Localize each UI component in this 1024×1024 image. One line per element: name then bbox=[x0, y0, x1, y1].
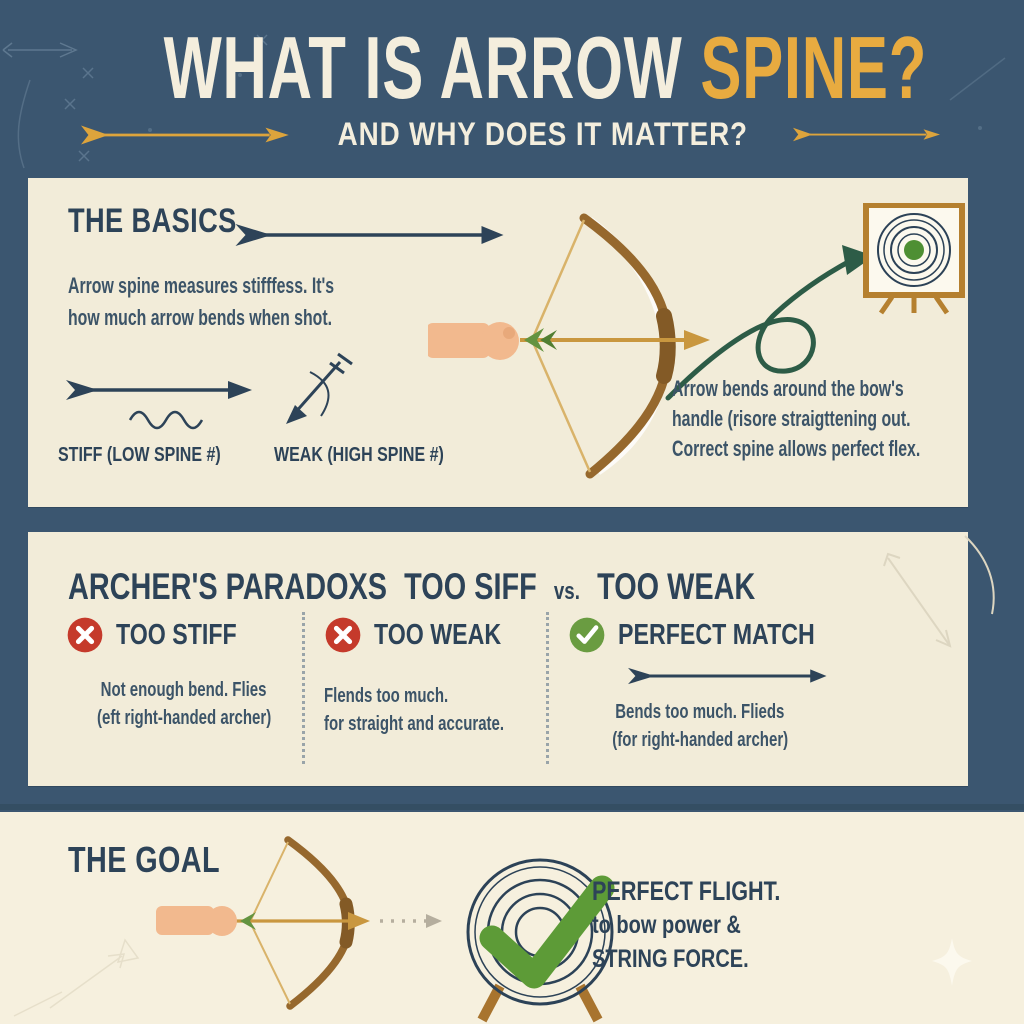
weak-label: WEAK (HIGH SPINE #) bbox=[274, 444, 444, 466]
gold-arrow-icon bbox=[792, 127, 940, 142]
basics-intro: Arrow spine measures stifffess. It's how… bbox=[68, 273, 335, 330]
goal-heading: THE GOAL bbox=[68, 839, 220, 880]
basics-note: Arrow bends around the bow's handle (ris… bbox=[672, 376, 921, 461]
column-divider bbox=[546, 612, 549, 764]
column-title: PERFECT MATCH bbox=[618, 618, 815, 651]
paradox-column-perfect-match: PERFECT MATCH Bends too much. Flieds (fo… bbox=[568, 616, 868, 754]
paradox-heading-vs: vs. bbox=[553, 578, 580, 605]
paradox-column-too-stiff: TOO STIFF Not enough bend. Flies (eft ri… bbox=[66, 616, 302, 732]
title-main: WHAT IS ARROW bbox=[163, 18, 701, 117]
target-icon bbox=[863, 203, 965, 315]
section-basics: THE BASICS Arrow spine measures stifffes… bbox=[28, 178, 968, 507]
stiff-arrow-icon bbox=[66, 380, 252, 430]
subtitle: AND WHY DOES IT MATTER? bbox=[337, 116, 749, 152]
section-paradox: ARCHER'S PARADOXS TOO SIFF vs. TOO WEAK … bbox=[28, 532, 968, 786]
check-circle-icon bbox=[569, 617, 605, 653]
x-circle-icon bbox=[67, 617, 103, 653]
page-title: WHAT IS ARROW SPINE? bbox=[0, 21, 1024, 114]
subtitle-row: AND WHY DOES IT MATTER? bbox=[0, 116, 1024, 153]
goal-bow-icon bbox=[156, 836, 442, 1010]
goal-text: PERFECT FLIGHT. to bow power & STRING FO… bbox=[592, 876, 781, 973]
x-circle-icon bbox=[325, 617, 361, 653]
navy-arrow-icon bbox=[628, 667, 827, 685]
paradox-heading: ARCHER'S PARADOXS TOO SIFF vs. TOO WEAK bbox=[68, 566, 949, 608]
goal-target-check-icon bbox=[466, 858, 615, 1023]
flight-loop-icon bbox=[665, 245, 874, 401]
stiff-label: STIFF (LOW SPINE #) bbox=[58, 444, 221, 466]
paradox-heading-sub1: TOO SIFF bbox=[404, 566, 537, 607]
title-accent: SPINE? bbox=[700, 18, 928, 117]
paradox-heading-main: ARCHER'S PARADOXS bbox=[68, 566, 388, 607]
paradox-heading-sub2: TOO WEAK bbox=[597, 566, 756, 607]
paradox-column-too-weak: TOO WEAK Flends too much. for straight a… bbox=[324, 616, 539, 738]
navy-arrow-icon bbox=[235, 224, 504, 246]
column-divider bbox=[302, 612, 305, 764]
basics-heading: THE BASICS bbox=[68, 202, 237, 240]
column-title: TOO WEAK bbox=[374, 618, 502, 651]
column-title: TOO STIFF bbox=[116, 618, 237, 651]
bow-and-hand-icon bbox=[428, 213, 710, 479]
gold-arrow-icon bbox=[81, 124, 289, 145]
section-goal: THE GOAL bbox=[0, 812, 1024, 1024]
weak-arrow-icon bbox=[286, 352, 353, 424]
